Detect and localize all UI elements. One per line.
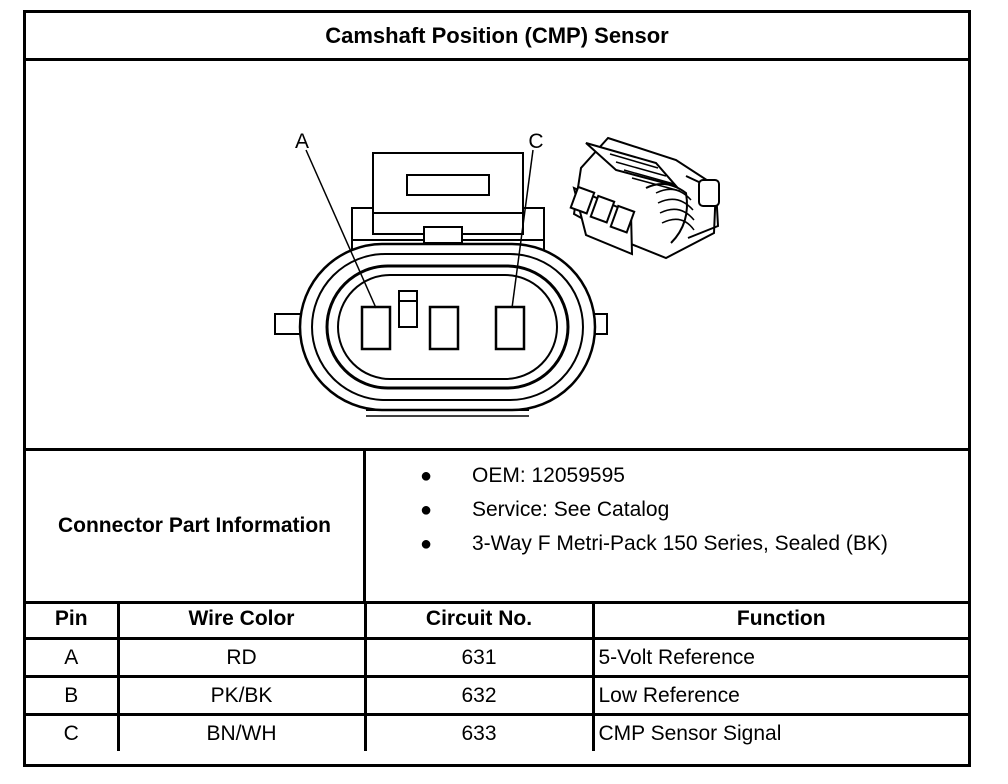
- connector-sheet: Camshaft Position (CMP) Sensor: [23, 10, 971, 767]
- connector-latch-window: [406, 174, 490, 196]
- callout-label-a: A: [295, 130, 309, 153]
- cell-wire-color: PK/BK: [116, 675, 367, 716]
- pin-cavity-a: [360, 305, 392, 351]
- callout-leader-c: [511, 149, 534, 309]
- col-header-pin: Pin: [26, 601, 120, 640]
- list-item: ● 3-Way F Metri-Pack 150 Series, Sealed …: [366, 527, 968, 561]
- pin-table: Pin Wire Color Circuit No. Function A RD…: [26, 601, 968, 751]
- cell-wire-color: BN/WH: [116, 713, 367, 751]
- list-item: ● Service: See Catalog: [366, 493, 968, 527]
- bullet-icon: ●: [420, 499, 433, 521]
- connector-seal-inner: [337, 274, 558, 380]
- connector-ear-left: [274, 313, 304, 335]
- pin-cavity-b: [428, 305, 460, 351]
- connector-isometric-view: [569, 136, 720, 260]
- list-item: ● OEM: 12059595: [366, 459, 968, 493]
- connector-seal-outer: [325, 264, 570, 390]
- cell-wire-color: RD: [116, 637, 367, 678]
- cell-circuit: 633: [363, 713, 595, 751]
- table-row: B PK/BK 632 Low Reference: [26, 675, 968, 716]
- col-header-function: Function: [591, 601, 968, 640]
- connector-figure: A C: [26, 58, 968, 451]
- connector-part-list: ● OEM: 12059595 ● Service: See Catalog ●…: [366, 459, 968, 561]
- polarizing-key: [398, 290, 418, 328]
- bullet-icon: ●: [420, 533, 433, 555]
- cell-function: 5-Volt Reference: [591, 637, 968, 678]
- table-row: A RD 631 5-Volt Reference: [26, 637, 968, 678]
- part-item-oem: OEM: 12059595: [472, 464, 625, 487]
- page-title: Camshaft Position (CMP) Sensor: [26, 13, 968, 61]
- bullet-icon: ●: [420, 465, 433, 487]
- cell-function: Low Reference: [591, 675, 968, 716]
- part-item-type: 3-Way F Metri-Pack 150 Series, Sealed (B…: [472, 532, 888, 555]
- cell-pin: B: [26, 675, 120, 716]
- cell-function: CMP Sensor Signal: [591, 713, 968, 751]
- pin-cavity-c: [494, 305, 526, 351]
- cell-pin: A: [26, 637, 120, 678]
- part-item-service: Service: See Catalog: [472, 498, 670, 521]
- cell-circuit: 631: [363, 637, 595, 678]
- connector-part-info: Connector Part Information ● OEM: 120595…: [26, 451, 968, 604]
- connector-drawing: A C: [274, 130, 720, 417]
- connector-part-label: Connector Part Information: [26, 451, 366, 601]
- cell-pin: C: [26, 713, 120, 751]
- connector-latch-tab: [423, 226, 463, 244]
- table-row: C BN/WH 633 CMP Sensor Signal: [26, 713, 968, 751]
- col-header-wire-color: Wire Color: [116, 601, 367, 640]
- col-header-circuit: Circuit No.: [363, 601, 595, 640]
- table-header-row: Pin Wire Color Circuit No. Function: [26, 601, 968, 640]
- callout-leader-a: [305, 149, 377, 309]
- cell-circuit: 632: [363, 675, 595, 716]
- callout-label-c: C: [528, 130, 543, 153]
